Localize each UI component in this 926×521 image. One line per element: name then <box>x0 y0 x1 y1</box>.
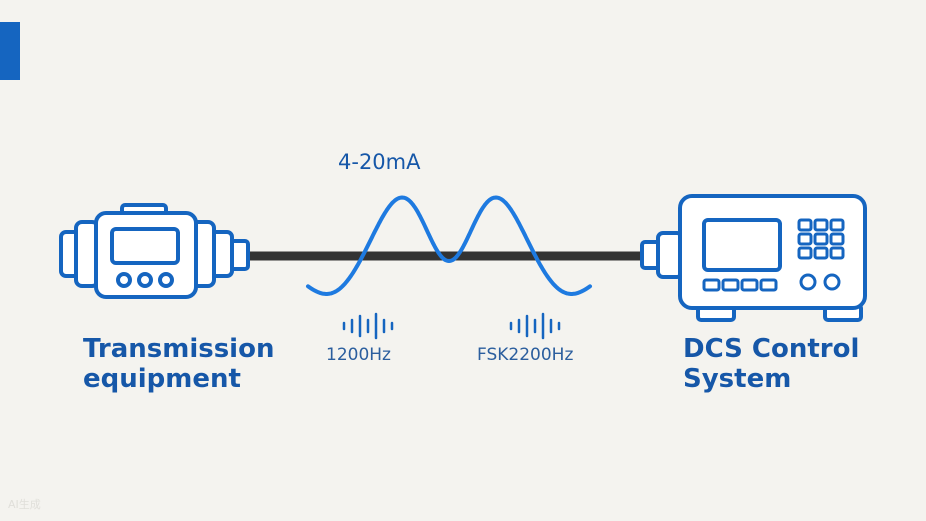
signal-label: 4-20mA <box>338 150 421 174</box>
corner-accent-bar <box>0 22 20 80</box>
dcs-controller-icon <box>640 194 867 322</box>
freq-high-label: FSK2200Hz <box>477 345 574 365</box>
right-device-label-line2: System <box>683 364 792 394</box>
sound-wave-icon <box>342 312 394 340</box>
transmitter-icon <box>59 203 250 299</box>
left-device-label-line1: Transmission <box>83 334 275 364</box>
sound-wave-icon <box>509 312 561 340</box>
fsk-wave <box>306 195 592 296</box>
freq-low-label: 1200Hz <box>326 345 391 365</box>
right-device-label-line1: DCS Control <box>683 334 860 364</box>
right-device-label: DCS Control System <box>683 334 859 394</box>
watermark: AI生成 <box>8 498 41 511</box>
left-device-label: Transmission equipment <box>83 334 274 394</box>
left-device-label-line2: equipment <box>83 364 241 394</box>
